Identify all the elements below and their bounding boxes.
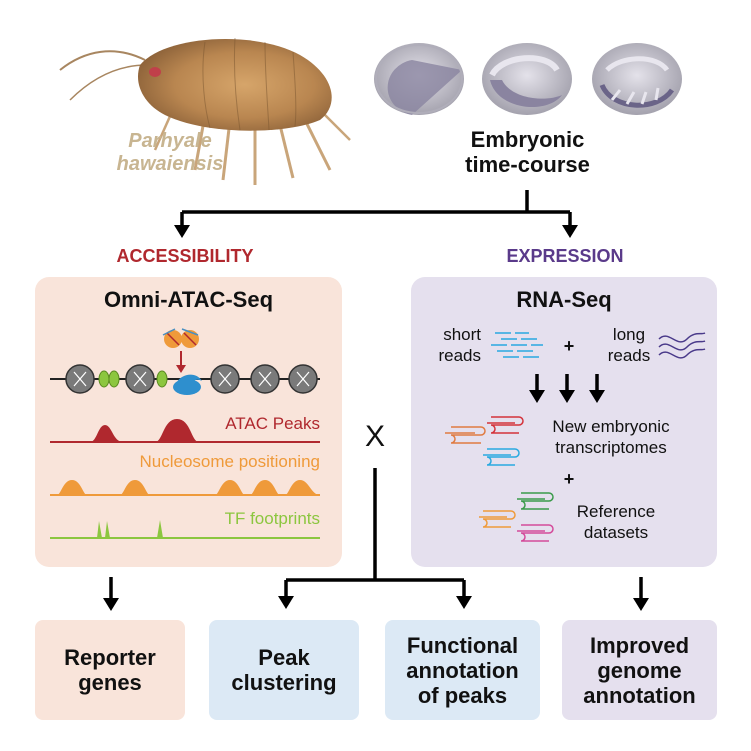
arrow-to-genome-annotation-icon [633, 598, 649, 611]
embryo-stage-2 [482, 43, 572, 115]
arrow-to-rna-icon [562, 225, 578, 238]
rna-seq-illustration: short reads + long reads New embryonic t… [438, 325, 706, 542]
short-reads-line1: short [443, 325, 481, 344]
assembly-arrows-icon [529, 374, 605, 403]
nucleosome-positioning-track [50, 480, 320, 495]
embryo-timecourse-illustration [374, 43, 682, 115]
output-peak-clustering: Peak clustering [209, 620, 359, 720]
accessibility-heading: ACCESSIBILITY [116, 246, 254, 266]
species-name: Parhyale hawaiensis [95, 130, 245, 176]
track-label-tf-footprints: TF footprints [225, 509, 320, 528]
reference-line2: datasets [584, 523, 648, 542]
new-transcripts-icon [445, 416, 524, 466]
cross-symbol: X [364, 420, 385, 453]
expression-heading: EXPRESSION [506, 246, 624, 266]
output-genome-line2: genome [597, 657, 682, 683]
arrow-to-reporter-icon [103, 598, 119, 611]
long-reads-line2: reads [608, 346, 651, 365]
output-genome-line1: Improved [589, 632, 690, 658]
output-reporter-genes: Reporter genes [35, 620, 185, 720]
track-label-nucleosome: Nucleosome positioning [140, 452, 321, 471]
arrow-to-atac-icon [174, 225, 190, 238]
timecourse-label: Embryonic time-course [440, 127, 615, 177]
plus-reference: + [564, 469, 575, 489]
embryo-stage-3 [592, 43, 682, 115]
species-name-line2: hawaiensis [116, 153, 224, 175]
output-peak-line2: clustering [231, 670, 337, 695]
timecourse-line1: Embryonic [470, 127, 585, 152]
short-reads-line2: reads [438, 346, 481, 365]
short-reads-icon [491, 332, 543, 358]
output-reporter-line1: Reporter [64, 645, 156, 670]
transcription-factor-icons [98, 370, 168, 388]
long-reads-icon [658, 332, 706, 359]
track-label-atac-peaks: ATAC Peaks [225, 414, 320, 433]
rna-panel-title: RNA-Seq [516, 287, 612, 312]
atac-tracks-illustration: ATAC Peaks Nucleosome positioning TF foo… [50, 328, 321, 539]
output-functional-line2: annotation [406, 657, 519, 683]
timecourse-line2: time-course [465, 152, 590, 177]
output-functional-annotation: Functional annotation of peaks [385, 620, 540, 720]
embryo-stage-1 [374, 43, 464, 115]
plus-reads: + [564, 336, 575, 356]
atac-panel-title: Omni-ATAC-Seq [103, 287, 274, 312]
output-functional-line1: Functional [406, 632, 519, 658]
new-transcriptomes-line2: transcriptomes [555, 438, 666, 457]
tn5-transposase-icon [162, 328, 199, 373]
rna-panel [411, 277, 717, 567]
atac-panel [35, 277, 342, 567]
reference-datasets-icon [479, 492, 554, 542]
parhyale-shrimp-illustration [59, 37, 351, 185]
long-reads-line1: long [613, 325, 645, 344]
reference-line1: Reference [577, 502, 655, 521]
output-peak-line1: Peak [258, 645, 310, 670]
new-transcriptomes-line1: New embryonic [552, 417, 670, 436]
output-reporter-line2: genes [78, 670, 142, 695]
output-genome-annotation: Improved genome annotation [562, 620, 717, 720]
arrow-to-functional-annotation-icon [456, 596, 472, 609]
output-genome-line3: annotation [583, 682, 696, 708]
arrow-to-peak-clustering-icon [278, 596, 294, 609]
atac-peaks-track [50, 419, 320, 442]
species-name-line1: Parhyale [128, 130, 212, 152]
output-functional-line3: of peaks [417, 682, 508, 708]
